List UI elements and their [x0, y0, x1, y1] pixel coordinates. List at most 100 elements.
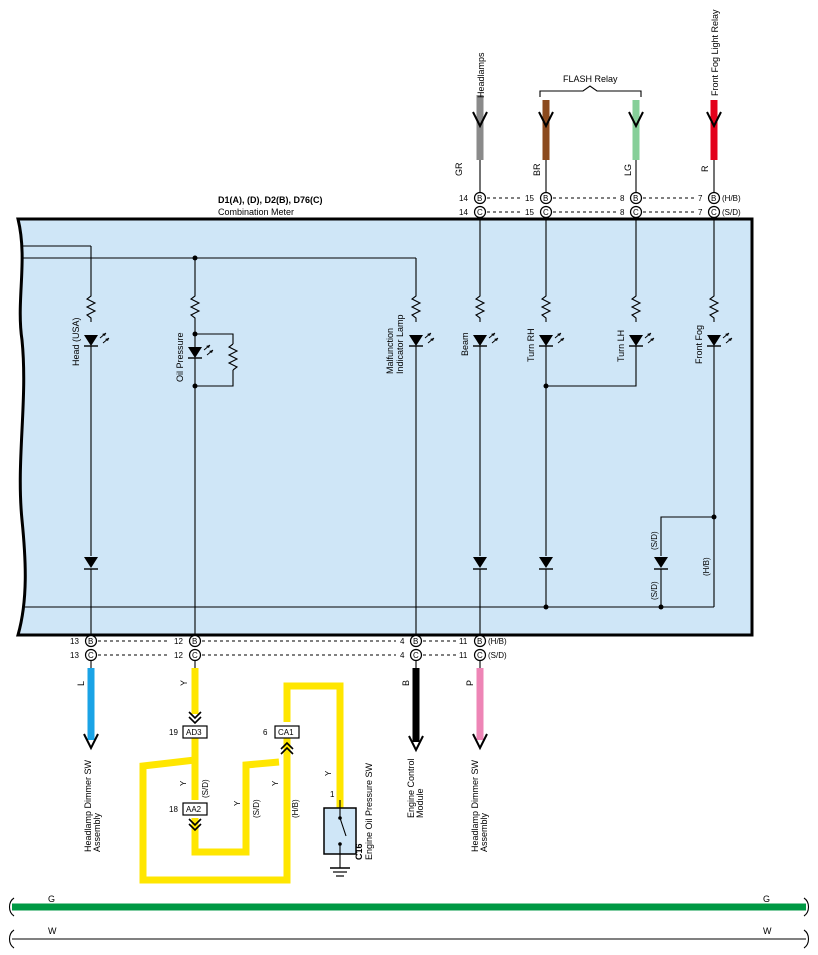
svg-text:C: C: [192, 651, 198, 660]
svg-text:Y: Y: [271, 780, 280, 786]
lamp-label-turn-rh: Turn RH: [526, 328, 536, 362]
svg-text:(H/B): (H/B): [722, 194, 741, 203]
svg-text:11: 11: [459, 637, 468, 646]
fog-diode-label-sd-upper: (S/D): [650, 531, 659, 550]
svg-text:AA2: AA2: [186, 805, 202, 814]
svg-text:C: C: [711, 208, 717, 217]
flash-relay-label: FLASH Relay: [563, 74, 618, 84]
svg-text:B: B: [192, 637, 197, 646]
svg-text:AD3: AD3: [186, 728, 202, 737]
top-connector-pins: B C B C B C B C 14 14 15 15 8 8 7 7 (H/B…: [459, 191, 741, 219]
junction-ca1: [274, 725, 300, 739]
svg-text:(S/D): (S/D): [722, 208, 741, 217]
chevron-down-icon: [472, 111, 488, 129]
ground-icon: [330, 867, 350, 877]
dest-engine-control: Engine Control: [406, 758, 416, 818]
combination-meter-box: [16, 217, 754, 637]
svg-text:14: 14: [459, 194, 468, 203]
lamp-label-indicator-lamp: Indicator Lamp: [395, 314, 405, 374]
dest-headlamp-dimmer-2b: Assembly: [479, 812, 489, 852]
svg-text:C: C: [477, 651, 483, 660]
bus-label-w-right: W: [763, 926, 772, 936]
chevron-down-icon: [188, 711, 202, 725]
meter-connector-id: D1(A), (D), D2(B), D76(C): [218, 195, 323, 205]
svg-text:(S/D): (S/D): [201, 779, 210, 798]
oil-switch-wire-color: Y: [324, 770, 333, 776]
lamp-label-oil-pressure: Oil Pressure: [175, 332, 185, 382]
chevron-down-icon: [83, 733, 99, 751]
wire-color-gr: GR: [454, 162, 464, 176]
svg-text:(S/D): (S/D): [488, 651, 507, 660]
svg-text:4: 4: [400, 651, 405, 660]
svg-text:C: C: [88, 651, 94, 660]
bus-label-g-right: G: [763, 894, 770, 904]
chevron-down-icon: [188, 818, 202, 832]
svg-text:8: 8: [620, 208, 625, 217]
svg-text:7: 7: [698, 194, 703, 203]
fog-diode-label-sd-lower: (S/D): [650, 581, 659, 600]
lamp-label-turn-lh: Turn LH: [616, 330, 626, 362]
headlamps-feed-label: Headlamps: [476, 52, 486, 98]
wire-color-lg: LG: [623, 164, 633, 176]
lamp-label-head-usa: Head (USA): [71, 317, 81, 366]
wire-color-r: R: [700, 165, 710, 172]
svg-text:4: 4: [400, 637, 405, 646]
dest-engine-control-b: Module: [415, 788, 425, 818]
lamp-label-malfunction: Malfunction: [385, 328, 395, 374]
oil-switch-name: Engine Oil Pressure SW: [364, 762, 374, 860]
svg-text:6: 6: [263, 728, 268, 737]
wire-color-p: P: [465, 680, 475, 686]
svg-text:B: B: [711, 194, 716, 203]
svg-text:Y: Y: [179, 780, 188, 786]
flash-relay-bracket: [539, 85, 642, 97]
yellow-junction-wiring: [139, 682, 344, 884]
chevron-down-icon: [538, 111, 554, 129]
chevron-down-icon: [706, 111, 722, 129]
svg-text:19: 19: [169, 728, 178, 737]
svg-text:7: 7: [698, 208, 703, 217]
junction-ad3: [182, 725, 208, 739]
svg-text:(H/B): (H/B): [488, 637, 507, 646]
oil-switch-pin: 1: [330, 790, 335, 799]
svg-text:14: 14: [459, 208, 468, 217]
dest-headlamp-dimmer-2: Headlamp Dimmer SW: [470, 759, 480, 852]
svg-text:12: 12: [174, 651, 183, 660]
svg-text:B: B: [477, 637, 482, 646]
dest-headlamp-dimmer-1b: Assembly: [92, 812, 102, 852]
svg-text:CA1: CA1: [278, 728, 294, 737]
svg-text:(H/B): (H/B): [291, 799, 300, 818]
svg-text:C: C: [543, 208, 549, 217]
chevron-up-icon: [280, 741, 294, 755]
svg-text:12: 12: [174, 637, 183, 646]
chevron-down-icon: [628, 111, 644, 129]
svg-text:15: 15: [525, 208, 534, 217]
svg-text:Y: Y: [233, 800, 242, 806]
chevron-down-icon: [472, 733, 488, 751]
wire-color-y: Y: [179, 680, 189, 686]
bus-label-w-left: W: [48, 926, 57, 936]
lamp-label-beam: Beam: [460, 332, 470, 356]
svg-text:(S/D): (S/D): [252, 799, 261, 818]
meter-name: Combination Meter: [218, 207, 294, 217]
wire-color-b: B: [401, 680, 411, 686]
bottom-connector-pins: B C B C B C B C 13 13 12 12 4 4 11 11 (H…: [70, 634, 507, 662]
svg-text:C: C: [477, 208, 483, 217]
svg-text:18: 18: [169, 805, 178, 814]
svg-text:13: 13: [70, 651, 79, 660]
svg-text:15: 15: [525, 194, 534, 203]
oil-switch-code: C16: [354, 843, 364, 860]
svg-text:B: B: [477, 194, 482, 203]
front-fog-relay-label: Front Fog Light Relay: [710, 9, 720, 96]
wire-color-br: BR: [532, 163, 542, 176]
svg-text:B: B: [543, 194, 548, 203]
lamp-label-front-fog: Front Fog: [694, 325, 704, 364]
svg-text:8: 8: [620, 194, 625, 203]
fog-diode-label-hb: (H/B): [702, 557, 711, 576]
wire-color-l: L: [76, 681, 86, 686]
chevron-down-icon: [408, 735, 424, 753]
svg-text:C: C: [633, 208, 639, 217]
svg-text:13: 13: [70, 637, 79, 646]
svg-text:11: 11: [459, 651, 468, 660]
bus-label-g-left: G: [48, 894, 55, 904]
